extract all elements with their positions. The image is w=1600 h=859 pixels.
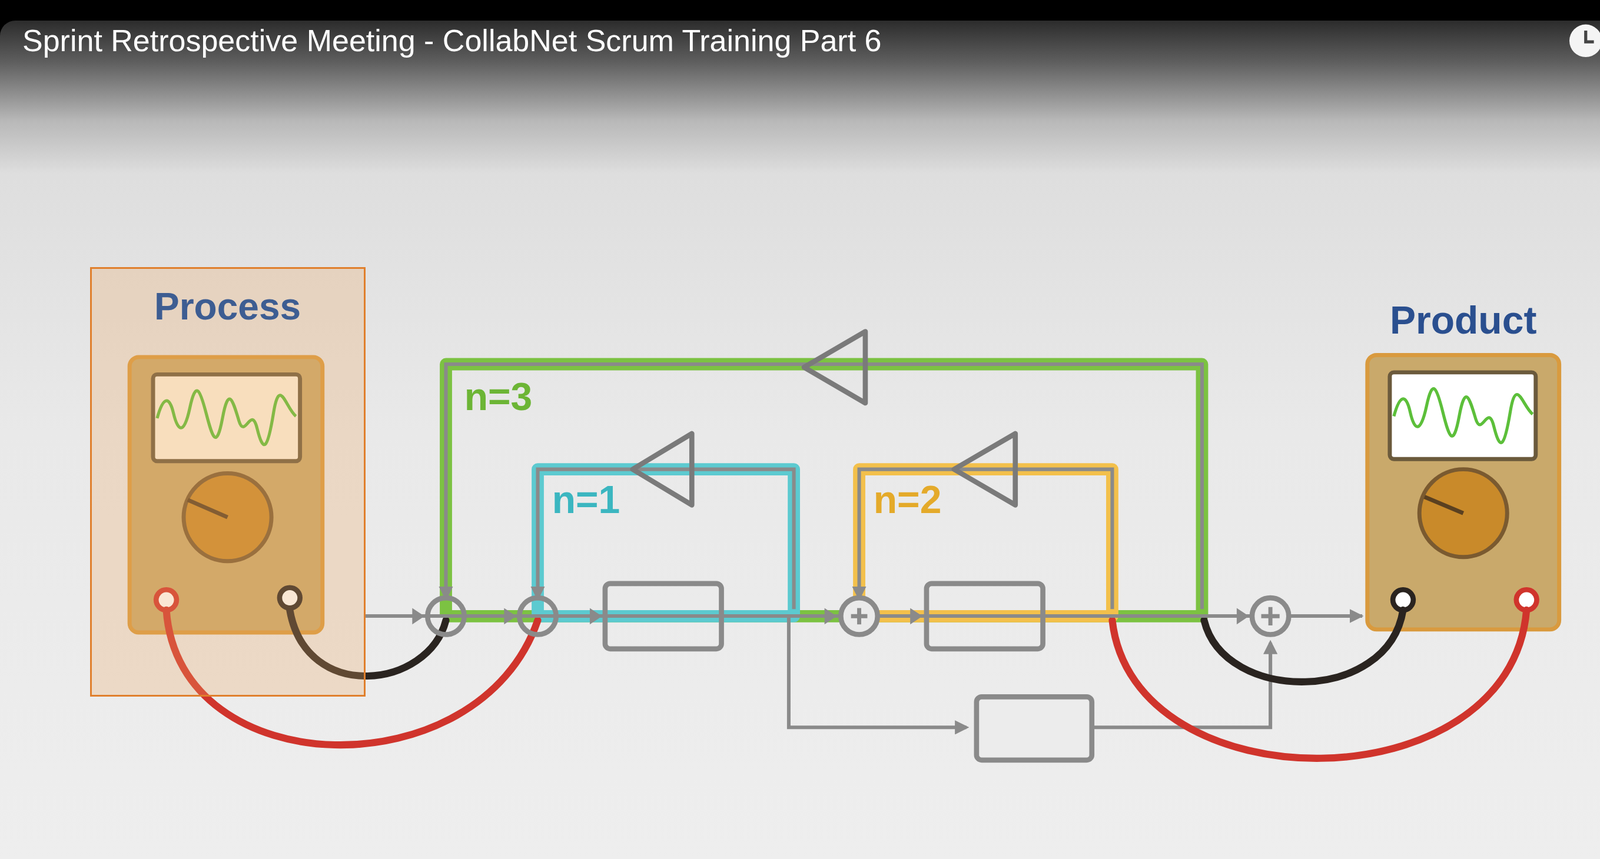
dial-needle: [1424, 496, 1464, 514]
loop-label: n=2: [873, 480, 942, 520]
waveform: [1393, 389, 1533, 444]
meter-dial: [1419, 469, 1507, 558]
meter-screen: [1389, 372, 1536, 460]
video-title: Sprint Retrospective Meeting - CollabNet…: [22, 23, 882, 59]
process-block: [976, 696, 1092, 761]
loop-band-n3: [446, 364, 1203, 617]
amplifier-symbol: [632, 433, 693, 506]
summing-junction: [519, 598, 556, 635]
clock-hands: [1585, 30, 1595, 42]
feedforward-arrow: [788, 616, 967, 728]
amplifier-symbol: [954, 433, 1016, 506]
node-heading: Product: [1389, 298, 1537, 344]
amplifier-symbol: [804, 332, 866, 404]
node-heading: Process: [154, 285, 301, 330]
loop-label: n=1: [552, 480, 621, 520]
product-box: Product: [1362, 287, 1565, 633]
loop-band-n2: [859, 469, 1113, 617]
plus-sign: [1261, 607, 1280, 626]
feedback-arrow: [446, 364, 1203, 610]
black-probe-wire: [1203, 610, 1403, 683]
process-box: Process: [90, 267, 366, 697]
red-probe-wire: [1111, 610, 1527, 759]
clock-icon: [1569, 24, 1600, 58]
loop-label: n=3: [464, 377, 533, 417]
summing-junction: [427, 598, 464, 635]
summing-junction: [840, 598, 878, 635]
plus-sign: [851, 608, 868, 625]
summing-junction: [1252, 598, 1289, 635]
meter-body: [1367, 354, 1560, 630]
